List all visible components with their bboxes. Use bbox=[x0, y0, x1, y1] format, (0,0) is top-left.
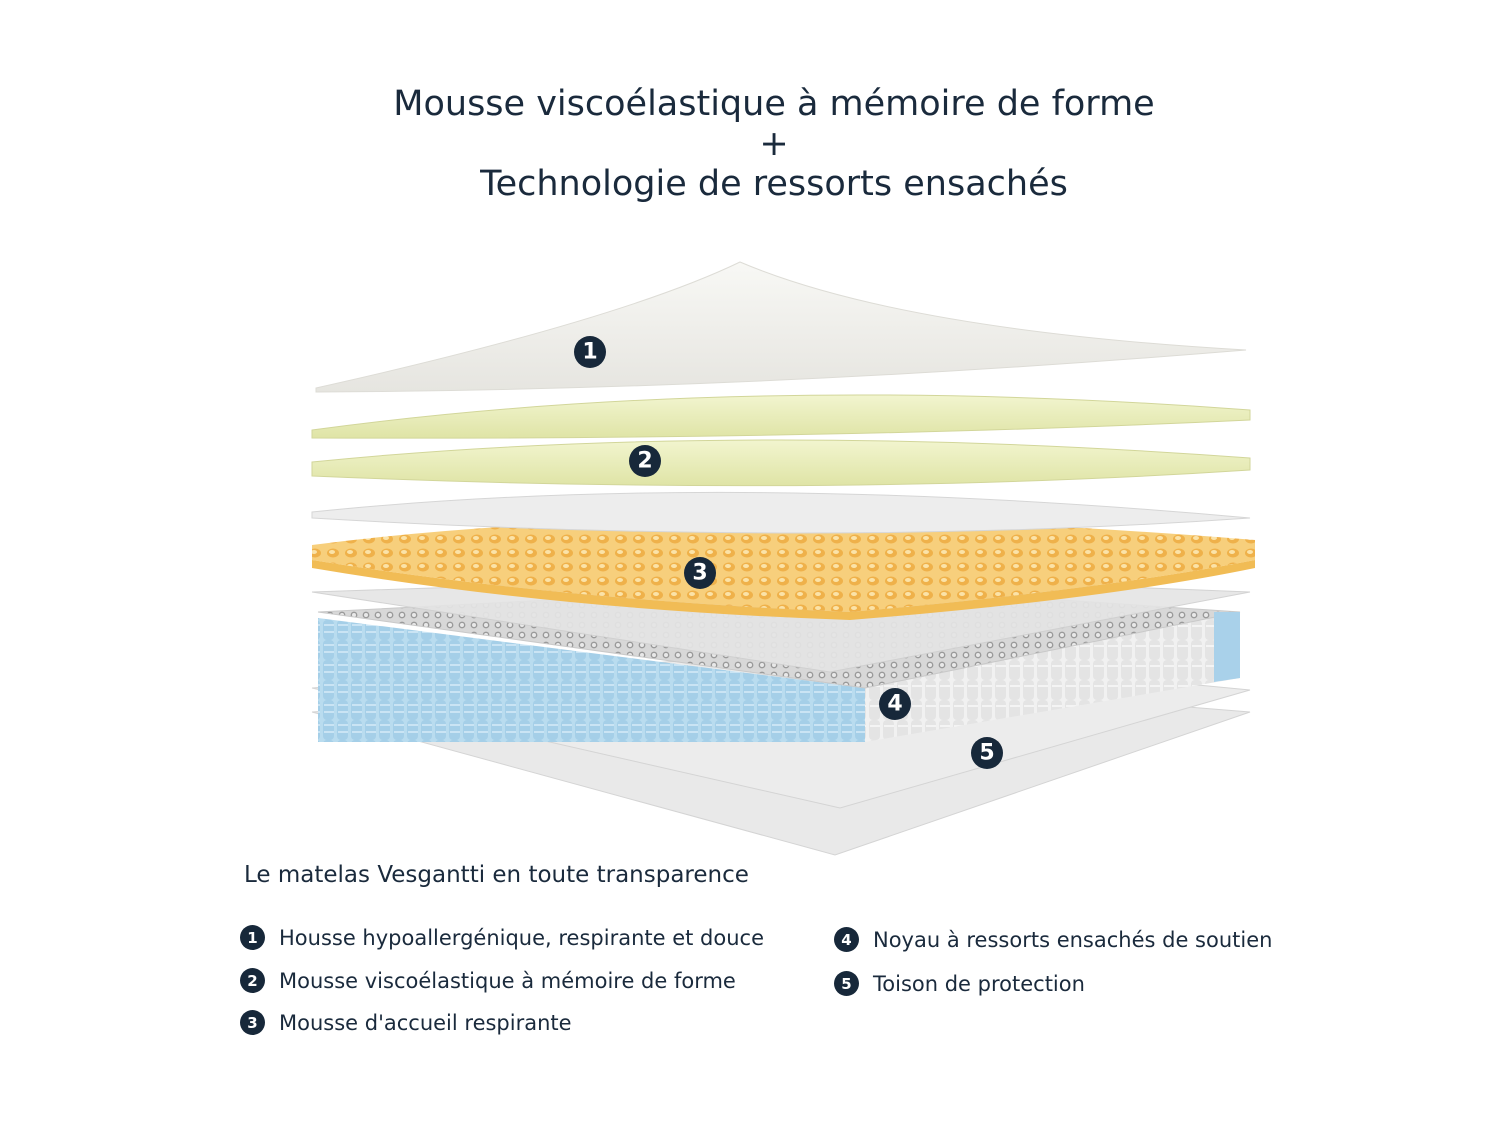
badge-2-number: 2 bbox=[637, 449, 652, 474]
badge-5-number: 5 bbox=[979, 741, 994, 766]
badge-5: 5 bbox=[971, 737, 1003, 769]
comfort-foam-layer bbox=[312, 518, 1255, 620]
badge-3-number: 3 bbox=[692, 561, 707, 586]
title-plus: + bbox=[759, 124, 789, 164]
legend-item-2: 2 Mousse viscoélastique à mémoire de for… bbox=[240, 968, 736, 993]
cover-sheet-middle bbox=[311, 491, 1251, 534]
legend-label-4: Noyau à ressorts ensachés de soutien bbox=[873, 927, 1273, 952]
mattress-layers-diagram: 1 2 3 4 5 bbox=[311, 261, 1255, 856]
legend-badge-2: 2 bbox=[240, 968, 265, 993]
legend-label-3: Mousse d'accueil respirante bbox=[279, 1010, 572, 1035]
legend-badge-3: 3 bbox=[240, 1010, 265, 1035]
top-cover-sheet bbox=[315, 261, 1247, 393]
section-subtitle: Le matelas Vesgantti en toute transparen… bbox=[244, 862, 749, 888]
legend-item-3: 3 Mousse d'accueil respirante bbox=[240, 1010, 572, 1035]
legend-item-1: 1 Housse hypoallergénique, respirante et… bbox=[240, 925, 764, 950]
legend-item-4: 4 Noyau à ressorts ensachés de soutien bbox=[834, 927, 1272, 952]
legend-label-1: Housse hypoallergénique, respirante et d… bbox=[279, 925, 764, 950]
legend-label-5: Toison de protection bbox=[873, 971, 1085, 996]
memory-foam-sheet-lower bbox=[311, 439, 1251, 487]
badge-3: 3 bbox=[684, 557, 716, 589]
legend-badge-5: 5 bbox=[834, 971, 859, 996]
badge-4: 4 bbox=[879, 688, 911, 720]
title-line-1: Mousse viscoélastique à mémoire de forme bbox=[393, 84, 1155, 124]
badge-2: 2 bbox=[629, 445, 661, 477]
legend-item-5: 5 Toison de protection bbox=[834, 971, 1085, 996]
title-line-3: Technologie de ressorts ensachés bbox=[480, 164, 1068, 204]
badge-1-number: 1 bbox=[582, 340, 597, 365]
page-title: Mousse viscoélastique à mémoire de forme… bbox=[0, 84, 1500, 204]
memory-foam-sheet-upper bbox=[311, 394, 1251, 439]
badge-4-number: 4 bbox=[887, 692, 902, 717]
legend-badge-4: 4 bbox=[834, 927, 859, 952]
badge-1: 1 bbox=[574, 336, 606, 368]
legend-badge-1: 1 bbox=[240, 925, 265, 950]
legend-label-2: Mousse viscoélastique à mémoire de forme bbox=[279, 968, 736, 993]
